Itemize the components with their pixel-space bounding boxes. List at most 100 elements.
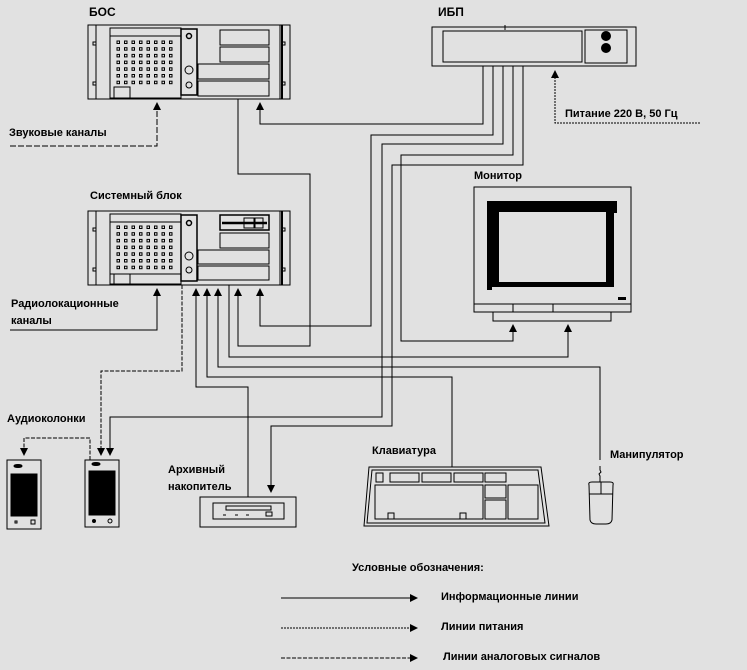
vent-hole <box>146 53 150 58</box>
vent-hole <box>146 225 150 229</box>
vent-hole <box>139 232 143 236</box>
vent-hole <box>146 40 150 44</box>
vent-hole <box>154 265 158 270</box>
legend-title: Условные обозначения: <box>352 562 484 574</box>
radar-channels-label-2: каналы <box>11 315 52 327</box>
vent-hole <box>131 53 135 58</box>
ups-label: ИБП <box>438 5 464 19</box>
vent-hole <box>161 265 165 270</box>
vent-hole <box>131 67 135 71</box>
keyboard-device <box>363 466 550 527</box>
power-input-label: Питание 220 В, 50 Гц <box>565 108 678 120</box>
vent-hole <box>124 60 128 65</box>
vent-hole <box>161 40 165 44</box>
connections <box>10 66 700 497</box>
legend-label-information: Информационные линии <box>441 591 579 603</box>
speaker-right <box>84 459 120 528</box>
vent-hole <box>139 259 143 263</box>
vent-hole <box>131 245 135 250</box>
vent-hole <box>146 67 150 71</box>
vent-hole <box>169 74 173 78</box>
vent-hole <box>131 60 135 65</box>
monitor-device <box>473 186 632 322</box>
vent-hole <box>124 225 128 229</box>
keyboard-label: Клавиатура <box>372 445 436 457</box>
vent-hole <box>154 53 158 58</box>
vent-hole <box>161 60 165 65</box>
ups-unit <box>431 25 637 67</box>
legend-label-power: Линии питания <box>441 621 524 633</box>
vent-hole <box>116 80 120 85</box>
vent-hole <box>169 245 173 250</box>
vent-hole <box>124 265 128 270</box>
vent-hole <box>169 60 173 65</box>
vent-hole <box>124 245 128 250</box>
vent-hole <box>116 252 120 256</box>
vent-hole <box>169 238 173 243</box>
vent-hole <box>161 238 165 243</box>
monitor-label: Монитор <box>474 170 522 182</box>
vent-hole <box>116 47 120 51</box>
vent-hole <box>131 40 135 44</box>
vent-hole <box>169 252 173 256</box>
vent-hole <box>161 47 165 51</box>
vent-hole <box>131 265 135 270</box>
vent-hole <box>124 80 128 85</box>
vent-hole <box>139 265 143 270</box>
vent-hole <box>146 245 150 250</box>
vent-hole <box>116 60 120 65</box>
vent-hole <box>131 232 135 236</box>
vent-hole <box>161 80 165 85</box>
vent-hole <box>161 232 165 236</box>
vent-hole <box>161 74 165 78</box>
vent-hole <box>139 80 143 85</box>
vent-hole <box>139 47 143 51</box>
vent-hole <box>131 259 135 263</box>
archive-drive <box>199 496 297 528</box>
vent-hole <box>131 80 135 85</box>
vent-hole <box>161 245 165 250</box>
vent-hole <box>139 60 143 65</box>
vent-hole <box>124 47 128 51</box>
vent-hole <box>146 74 150 78</box>
vent-hole <box>139 238 143 243</box>
vent-hole <box>161 259 165 263</box>
vent-hole <box>116 265 120 270</box>
vent-hole <box>169 80 173 85</box>
speaker-left <box>6 459 42 530</box>
vent-hole <box>146 252 150 256</box>
vent-hole <box>154 47 158 51</box>
vent-hole <box>131 74 135 78</box>
vent-hole <box>131 47 135 51</box>
vent-hole <box>116 245 120 250</box>
vent-hole <box>154 245 158 250</box>
vent-hole <box>161 67 165 71</box>
vent-hole <box>161 53 165 58</box>
vent-hole <box>146 232 150 236</box>
vent-hole <box>124 53 128 58</box>
vent-hole <box>169 47 173 51</box>
vent-hole <box>124 74 128 78</box>
system-unit <box>87 210 291 286</box>
bos-label: БОС <box>89 5 116 19</box>
vent-hole <box>146 238 150 243</box>
vent-hole <box>116 40 120 44</box>
legend-label-analog: Линии аналоговых сигналов <box>443 651 601 663</box>
vent-hole <box>124 232 128 236</box>
vent-hole <box>169 67 173 71</box>
vent-hole <box>139 74 143 78</box>
vent-hole <box>169 225 173 229</box>
legend <box>281 594 418 662</box>
vent-hole <box>124 259 128 263</box>
vent-hole <box>131 252 135 256</box>
vent-hole <box>116 259 120 263</box>
vent-hole <box>161 252 165 256</box>
vent-hole <box>169 40 173 44</box>
vent-hole <box>139 53 143 58</box>
vent-hole <box>154 232 158 236</box>
sound-channels-label: Звуковые каналы <box>9 127 107 139</box>
vent-hole <box>154 74 158 78</box>
vent-hole <box>146 60 150 65</box>
system-unit-label: Системный блок <box>90 190 182 202</box>
